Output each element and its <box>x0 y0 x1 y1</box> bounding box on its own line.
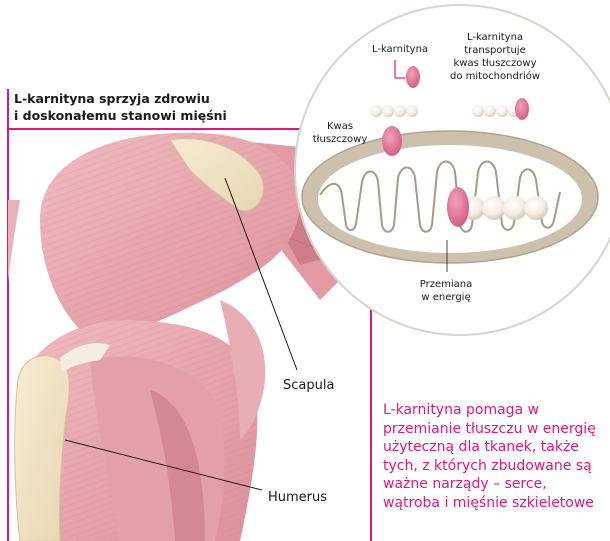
info-box-title-line-2: i doskonałemu stanowi mięśni <box>14 107 304 124</box>
przemiana-label-1: Przemiana <box>420 279 472 290</box>
kwas-label-2: tłuszczowy <box>313 134 368 145</box>
transport-label-3: kwas tłuszczowy <box>453 58 536 69</box>
humerus-label: Humerus <box>268 490 327 505</box>
transport-label-1: L-karnityna <box>467 32 523 43</box>
membrane-carnitine <box>382 126 402 156</box>
info-box-title: L-karnityna sprzyja zdrowiu i doskonałem… <box>14 90 304 124</box>
transport-label-4: do mitochondriów <box>450 70 540 82</box>
przemiana-label-2: w energię <box>421 292 470 303</box>
l-karnityna-label: L-karnityna <box>372 44 428 55</box>
info-box-title-line-1: L-karnityna sprzyja zdrowiu <box>14 90 304 107</box>
scapula-label: Scapula <box>283 378 334 393</box>
description-text: L-karnityna pomaga w przemianie tłuszczu… <box>383 401 608 512</box>
transport-label-2: transportuje <box>464 45 525 56</box>
kwas-label-1: Kwas <box>327 121 353 132</box>
